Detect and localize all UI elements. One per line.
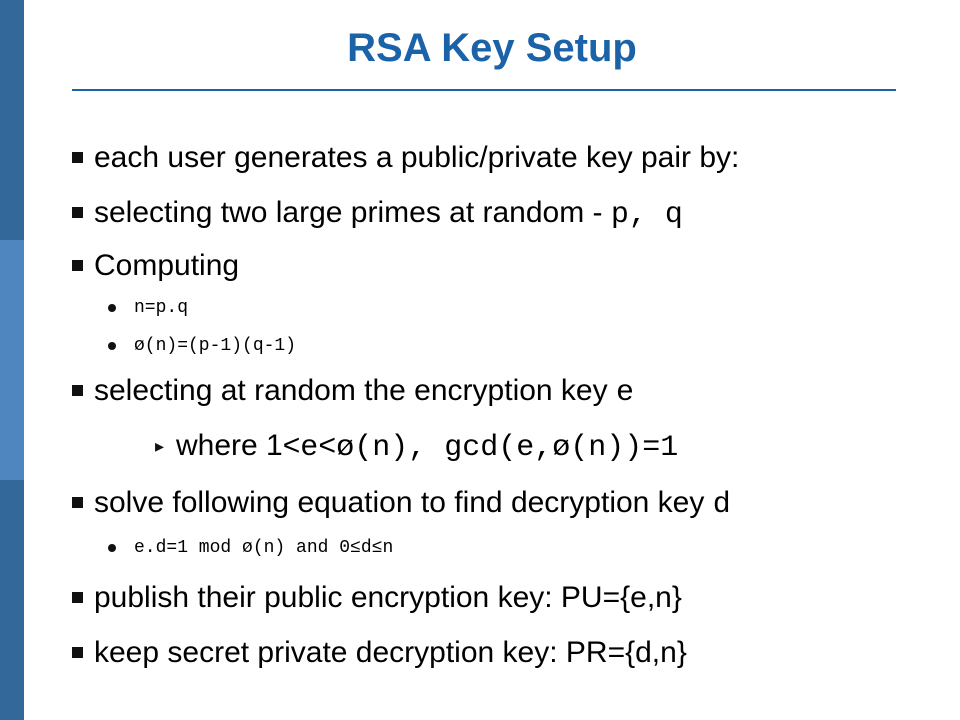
bullet-text-part: where 1< (176, 429, 301, 462)
sub-bullet-code: n=p.q (134, 298, 189, 318)
square-bullet-icon (72, 497, 83, 508)
side-accent-bar (0, 0, 24, 720)
square-bullet-icon (72, 385, 83, 396)
square-bullet-icon (72, 592, 83, 603)
bullet-text: Computing (94, 249, 240, 282)
bullet-text-part: selecting at random the encryption key (94, 374, 616, 407)
bullet-text: publish their public encryption key: PU=… (94, 581, 682, 614)
bullet-text: each user generates a public/private key… (94, 141, 740, 174)
round-bullet-icon (108, 342, 116, 350)
square-bullet-icon (72, 260, 83, 271)
side-bar-segment-bottom (0, 480, 24, 720)
round-bullet-icon (108, 544, 116, 552)
round-bullet-icon (108, 304, 116, 312)
bullet-code: e (615, 376, 634, 410)
sub-bullet-code: e.d=1 mod ø(n) and 0≤d≤n (134, 538, 394, 558)
title-divider (72, 89, 896, 91)
bullet-text-part: solve following equation to find decrypt… (94, 486, 713, 519)
bullet-text: keep secret private decryption key: PR={… (94, 636, 687, 669)
square-bullet-icon (72, 207, 83, 218)
slide-title: RSA Key Setup (347, 26, 637, 70)
bullet-text-part: selecting two large primes at random - (94, 196, 611, 229)
bullet-text: solve following equation to find decrypt… (94, 485, 731, 523)
sub-bullet-code: ø(n)=(p-1)(q-1) (134, 336, 297, 356)
side-bar-segment-middle (0, 240, 24, 480)
square-bullet-icon (72, 647, 83, 658)
side-bar-segment-top (0, 0, 24, 240)
bullet-text: where 1<e<ø(n), gcd(e,ø(n))=1 (176, 428, 678, 466)
bullet-text: selecting at random the encryption key e (94, 373, 634, 411)
square-bullet-icon (72, 152, 83, 163)
bullet-code: e<ø(n), gcd(e,ø(n))=1 (300, 431, 679, 465)
bullet-code: p, q (610, 198, 683, 232)
bullet-text: selecting two large primes at random - p… (94, 195, 683, 233)
bullet-code: d (712, 488, 731, 522)
triangle-bullet-icon: ▸ (155, 436, 165, 456)
